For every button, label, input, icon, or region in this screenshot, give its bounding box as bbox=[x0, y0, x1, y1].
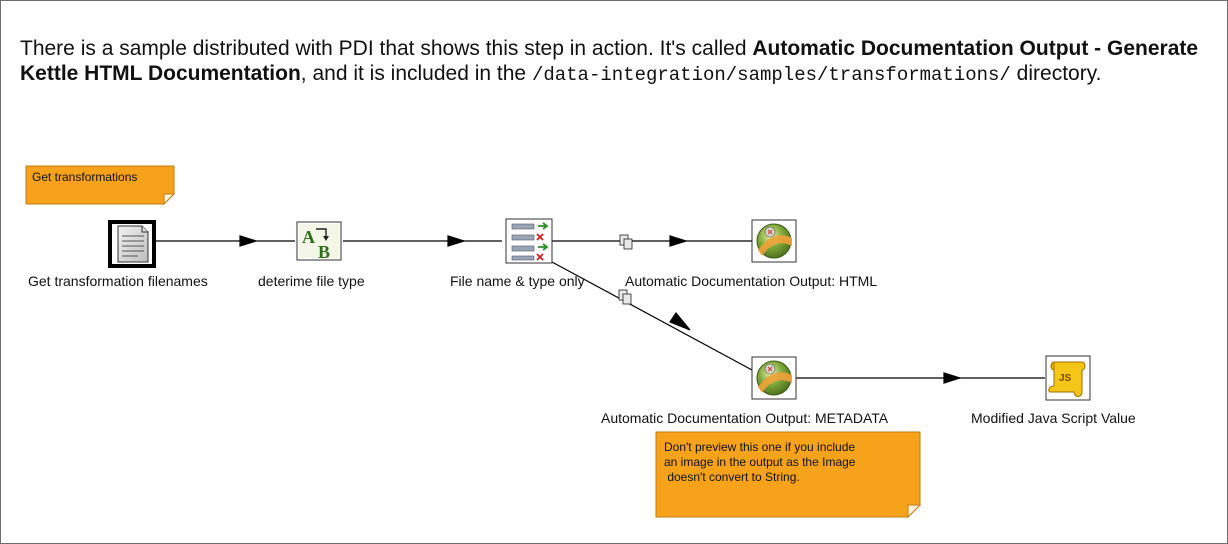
documentation-output-icon bbox=[756, 360, 792, 396]
hop-select-to-metadata[interactable] bbox=[551, 261, 753, 371]
note-get-transformations[interactable]: Get transformations bbox=[25, 165, 176, 206]
intro-text-middle: , and it is included in the bbox=[300, 62, 532, 85]
step-label-doc-html: Automatic Documentation Output: HTML bbox=[625, 273, 877, 289]
icon-letter-a: A bbox=[302, 227, 315, 247]
samples-path: /data-integration/samples/transformation… bbox=[531, 64, 1011, 86]
sample-name: Automatic Documentation Output - Generat… bbox=[20, 37, 1199, 85]
javascript-scroll-icon: JS bbox=[1048, 361, 1086, 397]
icon-js-text: JS bbox=[1059, 373, 1072, 384]
hop-select-to-html[interactable] bbox=[552, 234, 752, 250]
hop-filetype-to-select[interactable] bbox=[343, 235, 502, 247]
step-get-transformation-filenames[interactable]: Get transformation filenames bbox=[28, 220, 208, 289]
note-bottom-line-1: Don't preview this one if you include bbox=[664, 440, 855, 454]
intro-text-before: There is a sample distributed with PDI t… bbox=[20, 37, 753, 60]
note-top-text: Get transformations bbox=[32, 170, 137, 184]
note-dont-preview[interactable]: Don't preview this one if you include an… bbox=[655, 431, 922, 519]
documentation-output-icon bbox=[756, 223, 792, 259]
hop-filenames-to-filetype[interactable] bbox=[156, 235, 295, 247]
copy-rows-icon bbox=[618, 289, 632, 305]
step-label-file-type: deterime file type bbox=[258, 273, 365, 289]
step-doc-output-html[interactable]: Automatic Documentation Output: HTML bbox=[625, 219, 877, 289]
copy-rows-icon bbox=[619, 234, 633, 250]
select-values-icon bbox=[511, 222, 549, 261]
intro-text-after: directory. bbox=[1010, 62, 1102, 85]
step-label-js-value: Modified Java Script Value bbox=[971, 410, 1136, 426]
note-bottom-line-2: an image in the output as the Image bbox=[664, 455, 856, 469]
step-label-select-values: File name & type only bbox=[450, 273, 585, 289]
icon-letter-b: B bbox=[318, 242, 330, 262]
ab-transform-icon: A B bbox=[299, 224, 339, 262]
hops bbox=[156, 234, 1045, 384]
step-determine-file-type[interactable]: A B deterime file type bbox=[258, 221, 365, 289]
step-doc-output-metadata[interactable]: Automatic Documentation Output: METADATA bbox=[601, 356, 889, 426]
step-label-doc-metadata: Automatic Documentation Output: METADATA bbox=[601, 410, 889, 426]
step-modified-javascript-value[interactable]: JS Modified Java Script Value bbox=[971, 355, 1136, 426]
step-select-values[interactable]: File name & type only bbox=[450, 218, 585, 289]
document-icon bbox=[117, 225, 149, 263]
step-label-get-filenames: Get transformation filenames bbox=[28, 273, 208, 289]
intro-paragraph: There is a sample distributed with PDI t… bbox=[20, 36, 1210, 88]
note-bottom-line-3: doesn't convert to String. bbox=[664, 470, 800, 484]
hop-metadata-to-js[interactable] bbox=[795, 372, 1045, 384]
